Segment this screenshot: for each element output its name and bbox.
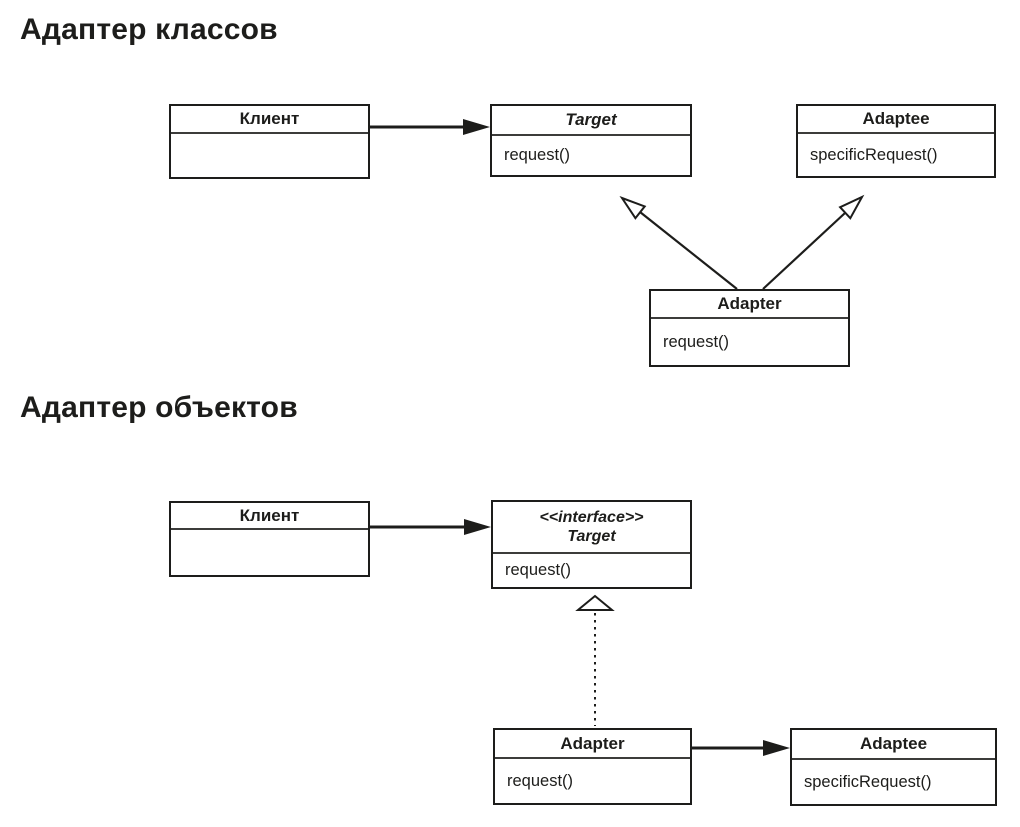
class-box-adapter-1-body: request(): [651, 319, 848, 365]
filled-arrowhead-icon: [464, 519, 491, 535]
class-box-client-2-body: [171, 530, 368, 575]
class-box-target-1-header: Target: [492, 106, 690, 136]
association-arrow-client-target-2: [370, 519, 491, 535]
class-box-target-1-body: request(): [492, 136, 690, 175]
interface-box-target-2-body: request(): [493, 554, 690, 587]
class-box-adapter-1-header: Adapter: [651, 291, 848, 319]
class-box-client-1-header: Клиент: [171, 106, 368, 134]
class-box-client-1: Клиент: [169, 104, 370, 179]
realization-arrow-adapter-target: [575, 594, 615, 726]
class-box-adaptee-1-header: Adaptee: [798, 106, 994, 134]
class-name-adapter-1: Adapter: [717, 294, 782, 314]
generalization-arrow-adapter-target: [619, 195, 738, 290]
association-arrow-client-target-1: [370, 119, 490, 135]
class-name-client-1: Клиент: [239, 109, 300, 129]
class-box-adapter-2-header: Adapter: [495, 730, 690, 759]
class-box-target-1: Target request(): [490, 104, 692, 177]
association-arrow-adapter-adaptee: [692, 740, 790, 756]
method-adaptee-1: specificRequest(): [810, 145, 938, 164]
method-target-1: request(): [504, 146, 571, 164]
class-box-adapter-2-body: request(): [495, 759, 690, 803]
class-name-adaptee-1: Adaptee: [862, 109, 930, 129]
class-name-target-1: Target: [565, 110, 617, 130]
section-title-object-adapter: Адаптер объектов: [20, 391, 298, 424]
class-box-client-2-header: Клиент: [171, 503, 368, 530]
interface-box-target-2-header: <<interface>> Target: [493, 502, 690, 554]
class-box-adapter-1: Adapter request(): [649, 289, 850, 367]
open-arrowhead-icon: [838, 194, 865, 220]
filled-arrowhead-icon: [463, 119, 490, 135]
section-title-class-adapter: Адаптер классов: [20, 13, 278, 46]
stereotype-target-2: <<interface>>: [539, 508, 644, 526]
class-box-adaptee-2: Adaptee specificRequest(): [790, 728, 997, 806]
open-arrowhead-icon: [619, 195, 647, 220]
filled-arrowhead-icon: [763, 740, 790, 756]
class-box-adaptee-1: Adaptee specificRequest(): [796, 104, 996, 178]
open-arrowhead-icon: [575, 594, 615, 611]
class-name-adaptee-2: Adaptee: [859, 734, 928, 754]
class-box-adapter-2: Adapter request(): [493, 728, 692, 805]
generalization-arrow-adapter-adaptee: [762, 194, 865, 290]
class-box-client-1-body: [171, 134, 368, 177]
interface-box-target-2: <<interface>> Target request(): [491, 500, 692, 589]
method-adapter-2: request(): [507, 771, 574, 790]
class-box-adaptee-2-body: specificRequest(): [792, 760, 995, 804]
class-name-client-2: Клиент: [239, 505, 300, 525]
method-adapter-1: request(): [663, 332, 730, 351]
method-target-2: request(): [505, 561, 572, 579]
class-box-client-2: Клиент: [169, 501, 370, 577]
class-box-adaptee-1-body: specificRequest(): [798, 134, 994, 176]
class-name-adapter-2: Adapter: [560, 733, 625, 753]
class-name-target-2: Target: [567, 528, 616, 545]
class-box-adaptee-2-header: Adaptee: [792, 730, 995, 760]
method-adaptee-2: specificRequest(): [804, 772, 932, 791]
